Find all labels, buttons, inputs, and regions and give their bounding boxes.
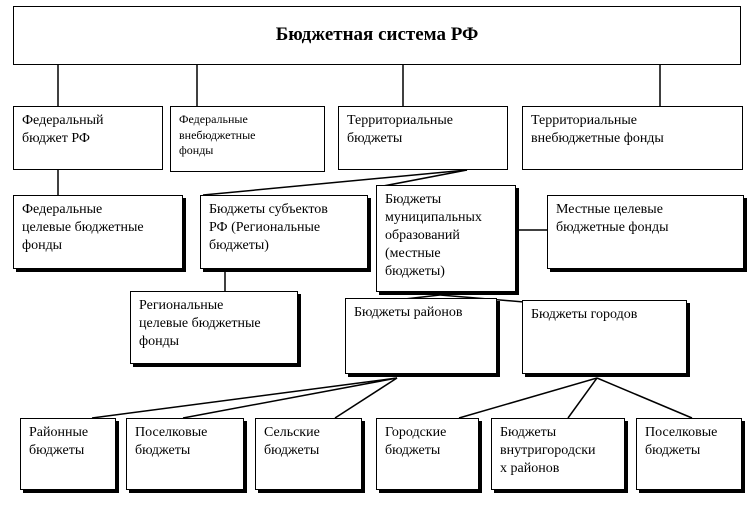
node-local-target-funds: Местные целевые бюджетные фонды bbox=[547, 195, 744, 269]
node-urban-budgets: Городские бюджеты bbox=[376, 418, 479, 490]
node-rural-budgets: Сельские бюджеты bbox=[255, 418, 362, 490]
node-federal-target-funds: Федеральные целевые бюджетные фонды bbox=[13, 195, 183, 269]
node-settlement-budgets-2: Поселковые бюджеты bbox=[636, 418, 742, 490]
node-territorial-offbudget-funds: Территориальные внебюджетные фонды bbox=[522, 106, 743, 170]
node-municipal-budgets: Бюджеты муниципальных образований (местн… bbox=[376, 185, 516, 292]
node-subject-budgets: Бюджеты субъектов РФ (Региональные бюдже… bbox=[200, 195, 368, 269]
node-territorial-budgets: Территориальные бюджеты bbox=[338, 106, 508, 170]
node-federal-budget: Федеральный бюджет РФ bbox=[13, 106, 163, 170]
node-regional-target-funds: Региональные целевые бюджетные фонды bbox=[130, 291, 298, 364]
node-city-budgets-group: Бюджеты городов bbox=[522, 300, 687, 374]
root-node: Бюджетная система РФ bbox=[13, 6, 741, 65]
node-district-budgets-group: Бюджеты районов bbox=[345, 298, 497, 374]
node-federal-offbudget-funds: Федеральные внебюджетные фонды bbox=[170, 106, 325, 172]
node-intracity-district-budgets: Бюджеты внутригородски х районов bbox=[491, 418, 625, 490]
node-settlement-budgets-1: Поселковые бюджеты bbox=[126, 418, 244, 490]
node-district-budgets: Районные бюджеты bbox=[20, 418, 116, 490]
